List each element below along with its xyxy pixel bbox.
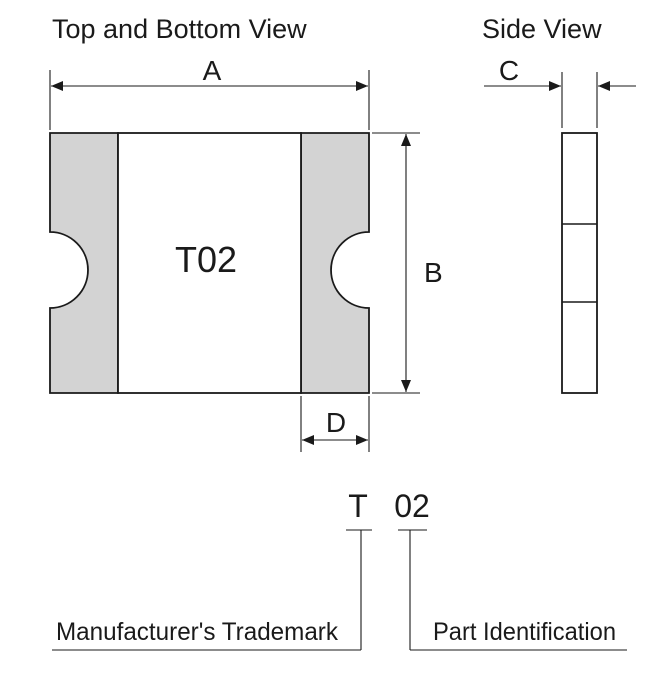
right-terminal (300, 132, 370, 394)
component-side-view (561, 132, 598, 394)
top-bottom-view-title: Top and Bottom View (52, 14, 307, 44)
trademark-label: Manufacturer's Trademark (56, 618, 338, 646)
trademark-char: T (348, 488, 368, 524)
marking-code: T 02 Manufacturer's Trademark Part Ident… (52, 488, 627, 651)
dimension-d: D (300, 396, 370, 452)
side-view-title: Side View (482, 14, 602, 44)
left-terminal (49, 132, 119, 394)
dimension-c-label: C (499, 55, 519, 86)
component-center (117, 132, 302, 394)
dimension-a-label: A (203, 55, 222, 86)
dimension-c: C (484, 55, 636, 128)
body-marking: T02 (175, 239, 237, 280)
dimension-d-label: D (326, 407, 346, 438)
dimension-b: B (372, 132, 443, 394)
part-id-chars: 02 (394, 488, 430, 524)
component-top-view: T02 (49, 132, 370, 394)
dimension-a: A (49, 55, 370, 130)
part-id-label: Part Identification (433, 618, 616, 646)
dimension-b-label: B (424, 257, 443, 288)
